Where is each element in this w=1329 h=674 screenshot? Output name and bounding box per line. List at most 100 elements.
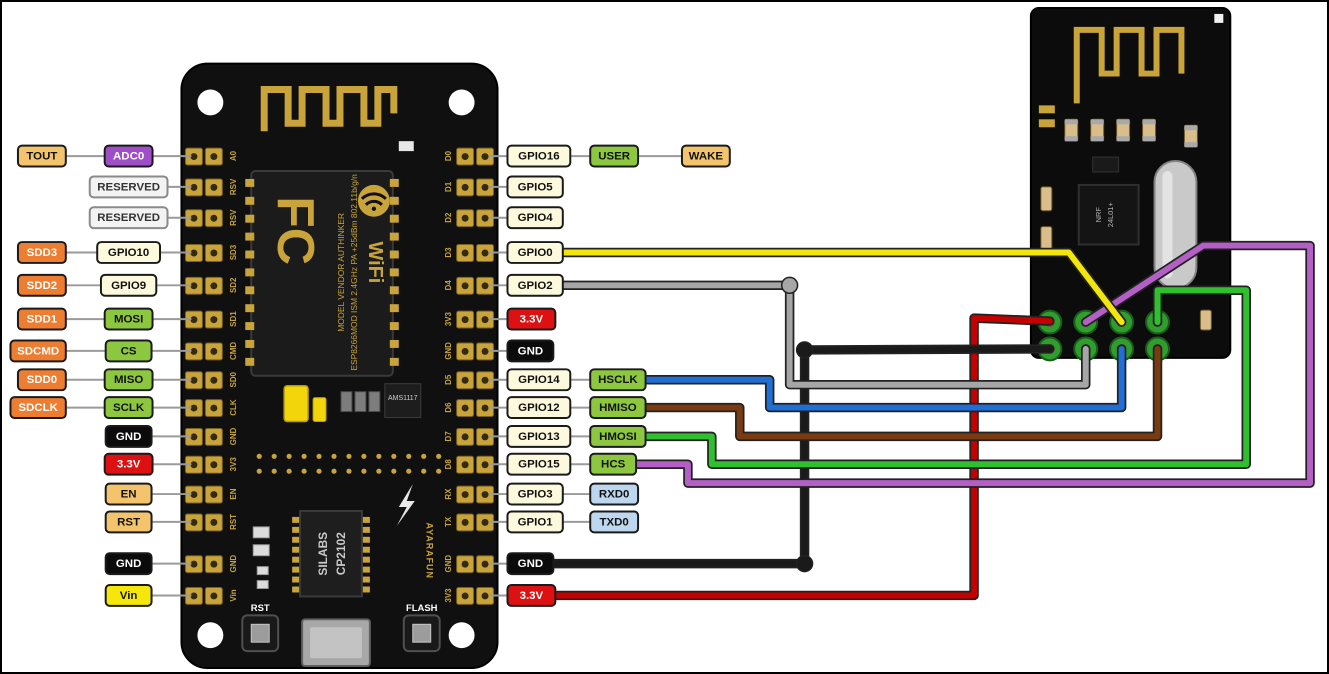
- pin-label-text: GPIO5: [518, 181, 554, 193]
- pin-label-box: [103, 452, 154, 476]
- pin-hole: [190, 282, 198, 290]
- wire-gnd-core: [547, 345, 1053, 567]
- silk-pin-name-right: 3V3: [444, 588, 453, 603]
- wifi-logo-dot: [371, 206, 377, 211]
- silk-pin-name-right: D3: [444, 247, 453, 258]
- pin-label-gpio13: GPIO13: [506, 424, 572, 448]
- pin-hole: [481, 214, 489, 222]
- pin-hole: [210, 491, 218, 499]
- castellation-pad: [245, 286, 255, 295]
- wire-gpio14-hsclk-core: [639, 345, 1125, 411]
- wire-junction-dot: [795, 341, 814, 359]
- pin-label-gpio3: GPIO3: [506, 482, 564, 506]
- pin-hole: [481, 518, 489, 526]
- pin-label-text: SDCLK: [18, 402, 58, 414]
- pin-label-text: RESERVED: [97, 212, 160, 224]
- pin-label-box: [16, 144, 67, 168]
- castellation-pad: [389, 304, 399, 313]
- pin-label-33v: 3.3V: [103, 452, 154, 476]
- pin-hole: [190, 461, 198, 469]
- silk-pin-name-right: D6: [444, 402, 453, 413]
- smd-end: [1142, 136, 1156, 142]
- pad: [391, 453, 397, 459]
- castellation-pad: [389, 250, 399, 259]
- pin-label-box: [589, 482, 640, 506]
- pin-label-33v: 3.3V: [506, 584, 557, 607]
- pin-hole: [190, 183, 198, 191]
- cp2102-label-1: SILABS: [316, 532, 330, 576]
- pad: [346, 453, 352, 459]
- pin-hole: [210, 518, 218, 526]
- flash-button-label: FLASH: [406, 603, 438, 614]
- pin-label-mosi: MOSI: [103, 307, 154, 331]
- pin-label-text: RXD0: [599, 489, 630, 501]
- pin-label-box: [104, 339, 153, 363]
- pad: [271, 468, 277, 474]
- pad: [286, 453, 292, 459]
- pin-hole: [481, 249, 489, 257]
- pad: [406, 453, 412, 459]
- wire-gpio13-hmosi-core: [639, 287, 1250, 468]
- flash-button-cap: [412, 623, 432, 643]
- module-text-col2: ESP8266MOD ISM 2.4GHz PA +25dBm 802.11b/…: [349, 174, 359, 371]
- smd-resistor: [1040, 226, 1053, 252]
- pin-label-hsclk: HSCLK: [589, 368, 647, 392]
- regulator-label: AMS1117: [388, 395, 418, 402]
- silk-pin-name-left: CMD: [229, 342, 238, 360]
- pin-label-text: EN: [121, 489, 137, 501]
- chip-pin: [361, 526, 370, 533]
- pin-hole: [461, 183, 469, 191]
- pad: [376, 453, 382, 459]
- pin-label-text: TOUT: [26, 151, 57, 163]
- pin-label-sdcmd: SDCMD: [9, 339, 67, 363]
- pin-label-gpio5: GPIO5: [506, 175, 564, 199]
- pad: [301, 468, 307, 474]
- pin-label-wake: WAKE: [680, 144, 731, 168]
- smd-end: [1064, 119, 1078, 125]
- chip-pin: [361, 536, 370, 543]
- pin-label-cs: CS: [104, 339, 153, 363]
- pin-label-box: [589, 144, 640, 168]
- pin-hole: [210, 249, 218, 257]
- pin-label-box: [104, 584, 153, 607]
- castellation-pad: [389, 232, 399, 241]
- pin-label-box: [96, 241, 162, 264]
- pin-label-text: GPIO14: [518, 374, 560, 386]
- pin-label-txd0: TXD0: [589, 510, 640, 534]
- pin-hole: [210, 347, 218, 355]
- mounting-hole: [197, 89, 224, 116]
- castellation-pad: [389, 357, 399, 366]
- pin-hole: [481, 347, 489, 355]
- wire-junction-dot: [780, 276, 799, 295]
- chip-pin: [292, 576, 301, 583]
- pad: [391, 468, 397, 474]
- pin-label-box: [104, 482, 153, 506]
- pin-hole: [461, 153, 469, 161]
- pin-label-text: 3.3V: [520, 314, 544, 326]
- castellation-pad: [389, 178, 399, 187]
- pin-label-rst: RST: [104, 510, 153, 534]
- pin-label-text: TXD0: [600, 516, 629, 528]
- silk-pin-name-right: D2: [444, 212, 453, 223]
- pin-label-gpio12: GPIO12: [506, 396, 572, 420]
- wire-gpio2-core: [555, 282, 1089, 388]
- pin-label-box: [506, 584, 557, 607]
- pin-label-text: SDD1: [27, 314, 58, 326]
- pin-hole: [481, 404, 489, 412]
- pin-label-box: [506, 368, 572, 392]
- silk-pin-name-right: D7: [444, 431, 453, 442]
- pin-label-reserved: RESERVED: [88, 175, 169, 199]
- pin-label-box: [680, 144, 731, 168]
- castellation-pad: [245, 250, 255, 259]
- pin-hole: [190, 518, 198, 526]
- chip-pin: [361, 576, 370, 583]
- pin-hole: [461, 347, 469, 355]
- wire-gpio0: [553, 247, 1127, 327]
- pad: [256, 468, 262, 474]
- pin-hole: [210, 433, 218, 441]
- pin-label-text: ADC0: [113, 151, 144, 163]
- silk-pin-name-left: SD3: [229, 244, 238, 260]
- smd-component: [1214, 13, 1224, 23]
- pin-hole: [210, 183, 218, 191]
- silk-pin-name-left: SD1: [229, 311, 238, 327]
